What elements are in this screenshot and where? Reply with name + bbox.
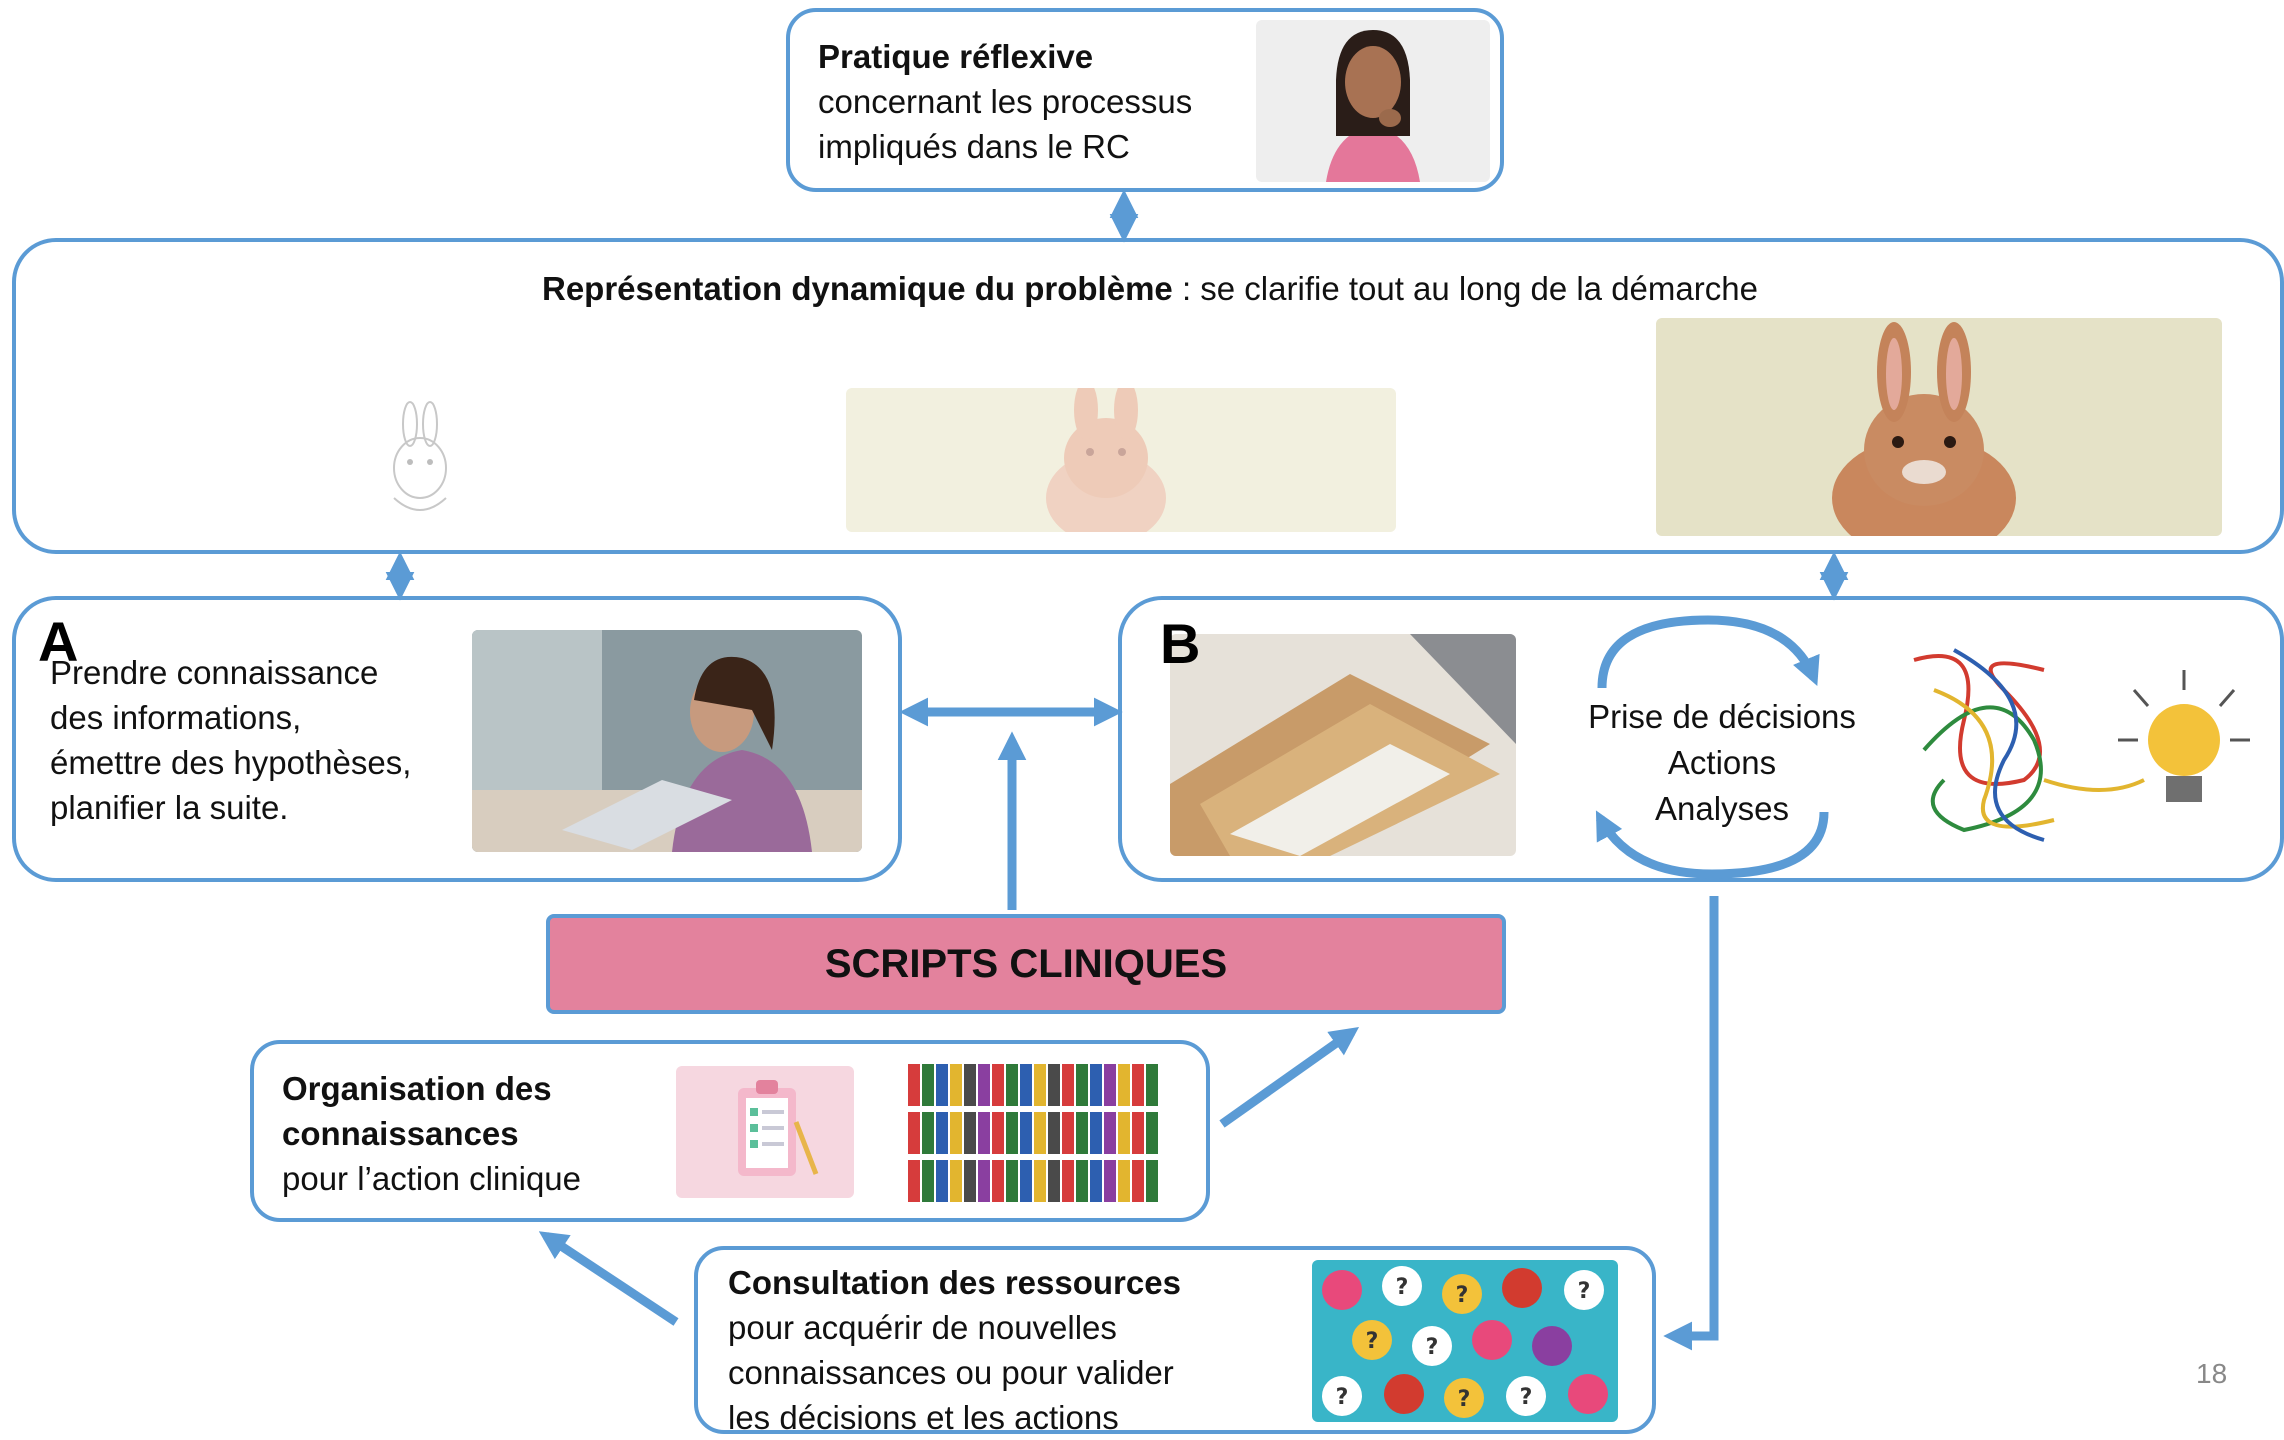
box-a-line-4: planifier la suite. [50, 789, 289, 826]
binders-shelf-image [904, 1058, 1164, 1208]
svg-text:?: ? [1336, 1385, 1349, 1410]
rabbit-sketch-image [360, 394, 480, 524]
thinking-woman-photo [1256, 20, 1490, 182]
box-b-letter: B [1160, 612, 1201, 675]
cycle-arrow-top [1597, 615, 1820, 689]
reflexive-line-2: impliqués dans le RC [818, 128, 1130, 165]
arrow-organisation-scripts [1219, 1027, 1360, 1128]
box-a: Prendre connaissance des informations, é… [12, 596, 902, 882]
arrow-b-consultation [1663, 896, 1719, 1351]
tangled-yarn-lightbulb-image [1904, 630, 2270, 856]
checklist-clipboard-image [676, 1066, 854, 1198]
consultation-line-3: les décisions et les actions [728, 1399, 1119, 1436]
organisation-title-1: Organisation des [282, 1070, 552, 1107]
representation-subtitle: : se clarifie tout au long de la démarch… [1172, 270, 1758, 307]
rabbit-faded-image [846, 388, 1396, 532]
svg-text:?: ? [1426, 1335, 1439, 1360]
box-b: Prise de décisions Actions Analyses [1118, 596, 2284, 882]
svg-text:?: ? [1456, 1283, 1469, 1308]
question-bubbles-image: ? ? ? ?? ? ?? [1312, 1260, 1618, 1422]
organisation-line: pour l’action clinique [282, 1160, 582, 1197]
cycle-label-analyses: Analyses [1655, 790, 1789, 827]
svg-text:?: ? [1520, 1385, 1533, 1410]
svg-text:?: ? [1578, 1279, 1591, 1304]
rabbit-clear-image [1656, 318, 2222, 536]
cycle-arrow-bottom [1595, 810, 1829, 879]
box-a-line-2: des informations, [50, 699, 302, 736]
consultation-title: Consultation des ressources [728, 1264, 1181, 1301]
woman-laptop-photo [472, 630, 862, 852]
cycle-label-actions: Actions [1667, 744, 1777, 781]
organisation-text: Organisation des connaissances pour l’ac… [282, 1066, 581, 1201]
reflexive-practice-box: Pratique réflexive concernant les proces… [786, 8, 1504, 192]
consultation-line-1: pour acquérir de nouvelles [728, 1309, 1117, 1346]
box-a-text: Prendre connaissance des informations, é… [50, 650, 411, 830]
reflexive-title: Pratique réflexive [818, 38, 1094, 75]
box-a-line-3: émettre des hypothèses, [50, 744, 412, 781]
representation-title: Représentation dynamique du problème [542, 270, 1173, 307]
svg-text:?: ? [1458, 1387, 1471, 1412]
organisation-title-2: connaissances [282, 1115, 519, 1152]
reflexive-line-1: concernant les processus [818, 83, 1193, 120]
consultation-text: Consultation des ressources pour acquéri… [728, 1260, 1181, 1440]
folders-laptop-photo [1170, 634, 1516, 856]
consultation-line-2: connaissances ou pour valider [728, 1354, 1174, 1391]
scripts-cliniques-bar: SCRIPTS CLINIQUES [546, 914, 1506, 1014]
cycle-text: Prise de décisions Actions Analyses [1412, 694, 2032, 832]
svg-text:?: ? [1366, 1329, 1379, 1354]
representation-box: Représentation dynamique du problème : s… [12, 238, 2284, 554]
arrow-consultation-organisation [538, 1231, 679, 1326]
consultation-box: Consultation des ressources pour acquéri… [694, 1246, 1656, 1436]
cycle-label-decisions: Prise de décisions [1588, 698, 1856, 735]
svg-text:?: ? [1396, 1275, 1409, 1300]
representation-heading: Représentation dynamique du problème : s… [542, 266, 1758, 311]
organisation-box: Organisation des connaissances pour l’ac… [250, 1040, 1210, 1222]
box-a-line-1: Prendre connaissance [50, 654, 379, 691]
page-number: 18 [2196, 1358, 2228, 1389]
box-a-letter: A [38, 610, 79, 673]
